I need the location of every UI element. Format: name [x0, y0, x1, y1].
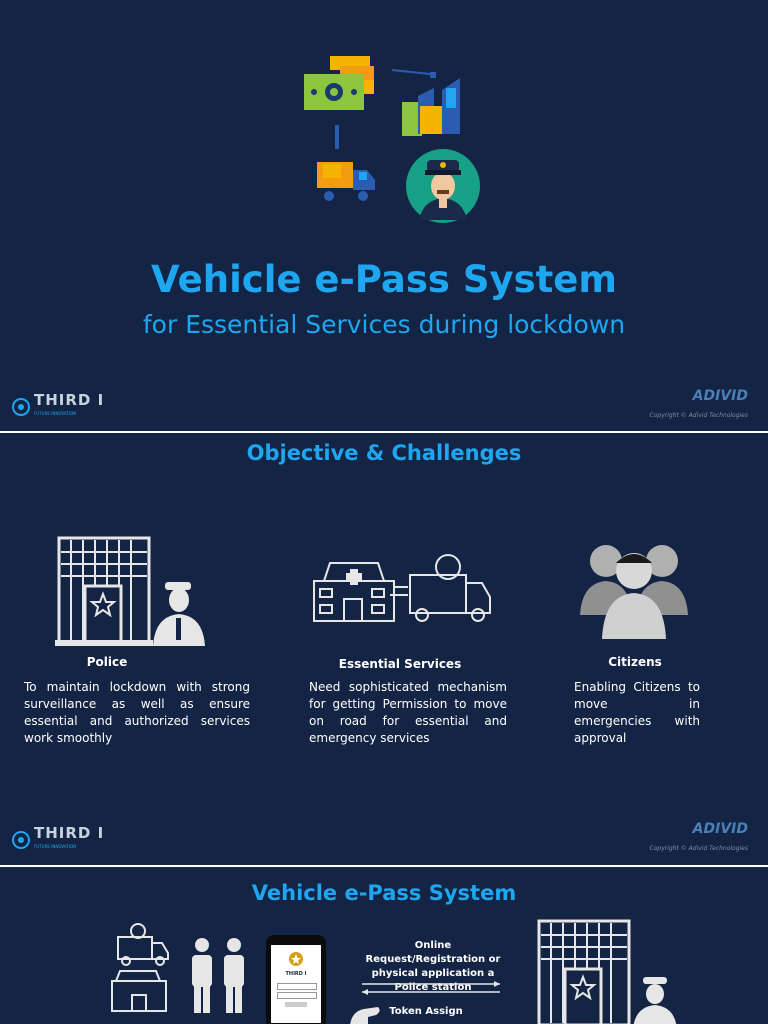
persons-icon — [192, 938, 244, 1013]
slide-title: Vehicle e-Pass System for Essential Serv… — [0, 0, 768, 431]
police-station-icon — [55, 536, 205, 646]
hand-token-icon — [350, 1007, 380, 1024]
phone-app-logo: THIRD I — [285, 971, 307, 977]
eye-logo-icon — [12, 831, 30, 849]
copyright-text: Copyright © Adivid Technologies — [649, 845, 748, 852]
delivery-truck-icon — [317, 162, 375, 201]
system-heading: Vehicle e-Pass System — [251, 881, 517, 905]
essential-services-icon — [111, 923, 169, 1012]
police-title: Police — [86, 655, 128, 669]
slide-objectives: Objective & Challenges Police To maintai… — [0, 433, 768, 865]
police-badge-icon — [289, 952, 303, 966]
mobile-app-phone: THIRD I — [266, 935, 326, 1024]
flow-request-text: Online Request/Registration or physical … — [365, 940, 501, 993]
phone-password-field — [277, 992, 317, 999]
citizens-description: Enabling Citizens to move in emergencies… — [574, 680, 700, 745]
slide-system-flow: Vehicle e-Pass System THIRD I Online — [0, 867, 768, 1024]
money-icon — [304, 56, 374, 110]
factory-icon — [391, 69, 460, 136]
connector-line — [335, 125, 339, 149]
essential-services-description: Need sophisticated mechanism for getting… — [309, 680, 507, 745]
slide-subtitle-text: for Essential Services during lockdown — [142, 310, 626, 339]
adivid-logo: ADIVID — [692, 388, 748, 404]
objectives-heading: Objective & Challenges — [246, 441, 522, 465]
copyright-text: Copyright © Adivid Technologies — [649, 412, 748, 419]
essential-services-title: Essential Services — [338, 657, 462, 671]
police-officer-icon — [406, 149, 480, 223]
flow-arrows — [362, 981, 500, 995]
slide-title-text: Vehicle e-Pass System — [151, 258, 617, 301]
hospital-delivery-icon — [313, 554, 491, 622]
police-description: To maintain lockdown with strong surveil… — [24, 680, 250, 745]
phone-screen: THIRD I — [271, 945, 321, 1023]
citizens-group-icon — [580, 545, 688, 639]
adivid-logo: ADIVID — [692, 821, 748, 837]
citizens-title: Citizens — [608, 655, 662, 669]
phone-login-button — [285, 1002, 307, 1007]
phone-username-field — [277, 983, 317, 990]
police-station-icon — [537, 919, 677, 1024]
flow-token-text: Token Assign — [389, 1006, 463, 1017]
eye-logo-icon — [12, 398, 30, 416]
